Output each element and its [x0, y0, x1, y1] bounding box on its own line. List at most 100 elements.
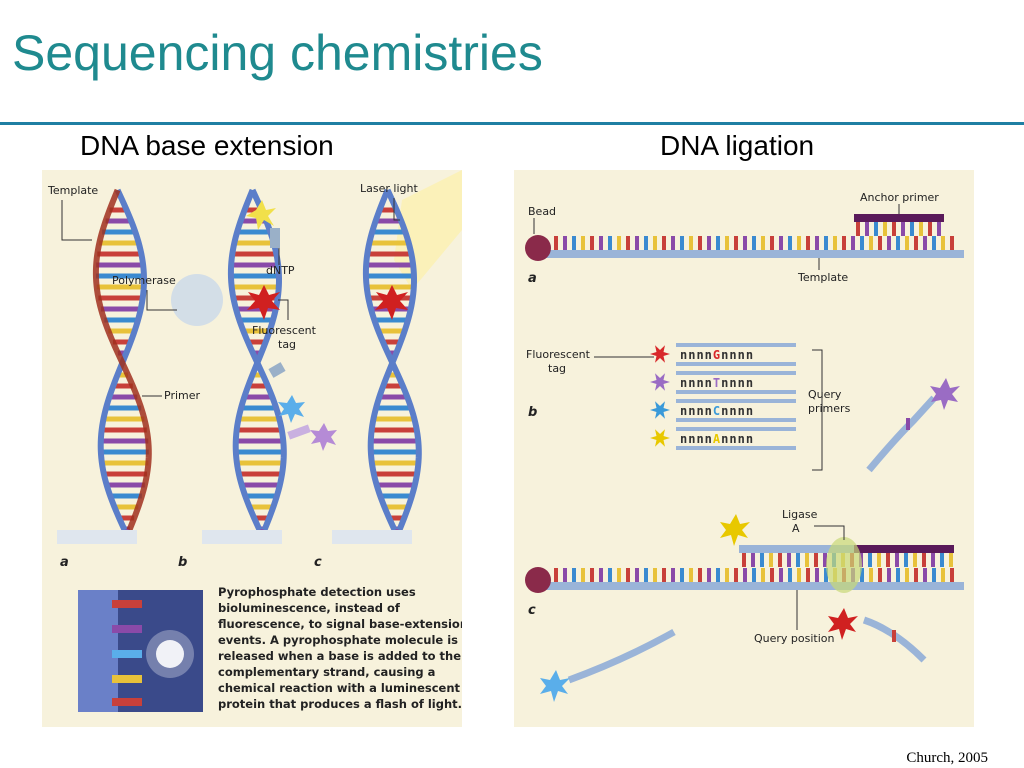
base-bar — [886, 553, 890, 567]
base-bar — [788, 236, 792, 250]
caption-line: events. A pyrophosphate molecule is — [218, 633, 458, 647]
template-strand-c — [525, 537, 964, 593]
base-bar — [824, 568, 828, 582]
base-bar — [940, 553, 944, 567]
base-bar — [680, 236, 684, 250]
base-bar — [769, 553, 773, 567]
base-bar — [590, 568, 594, 582]
caption-line: chemical reaction with a luminescent — [218, 681, 461, 695]
query-sequence: nnnnAnnnn — [680, 432, 754, 446]
slide-title: Sequencing chemistries — [12, 25, 543, 81]
query-primer-row: nnnnGnnnn — [650, 343, 796, 366]
query-primer-row: nnnnAnnnn — [650, 427, 796, 450]
base-bar — [770, 568, 774, 582]
base-bar — [923, 236, 927, 250]
base-bar — [662, 236, 666, 250]
base-bar — [815, 236, 819, 250]
extension-svg: Template Laser light dNTP Polymerase Flu… — [47, 170, 462, 712]
base-bar — [563, 236, 567, 250]
polymerase-blob — [171, 274, 223, 326]
base-bar — [815, 568, 819, 582]
base-bar — [563, 568, 567, 582]
base-bar — [608, 236, 612, 250]
step-c: c — [314, 555, 322, 570]
base-bar — [928, 222, 932, 236]
base-bar — [626, 568, 630, 582]
base-bar — [914, 236, 918, 250]
query-sequence: nnnnCnnnn — [680, 404, 754, 418]
base-bar — [865, 222, 869, 236]
dntp-molecule-2 — [268, 362, 286, 378]
loose-primer-c-right — [828, 608, 927, 663]
query-bracket — [812, 349, 823, 471]
blue-star-icon — [278, 395, 305, 423]
label-bead: Bead — [528, 205, 556, 218]
caption-line: complementary strand, causing a — [218, 665, 435, 679]
base-bar — [823, 553, 827, 567]
base-bar — [626, 236, 630, 250]
base-bar — [761, 568, 765, 582]
base-bar — [796, 553, 800, 567]
base-bar — [878, 568, 882, 582]
label-anchor-primer: Anchor primer — [860, 191, 939, 204]
base-bar — [778, 553, 782, 567]
base-bar — [662, 568, 666, 582]
extension-figure: Template Laser light dNTP Polymerase Flu… — [42, 170, 462, 727]
label-template-right: Template — [797, 271, 848, 284]
base-bar — [599, 236, 603, 250]
left-heading: DNA base extension — [80, 130, 334, 161]
base-bar — [806, 236, 810, 250]
helix-b — [227, 188, 287, 532]
label-template: Template — [47, 184, 98, 197]
base-bar — [599, 568, 603, 582]
caption-line: bioluminescence, instead of — [218, 601, 401, 615]
laser-red-star-icon — [375, 285, 408, 320]
base-bar — [950, 568, 954, 582]
base-bar — [941, 236, 945, 250]
bead-a — [525, 235, 551, 261]
helix-a — [92, 188, 152, 532]
credit: Church, 2005 — [906, 750, 988, 766]
base-bar — [635, 236, 639, 250]
base-bar — [919, 222, 923, 236]
base-bar — [814, 553, 818, 567]
base-bar — [707, 568, 711, 582]
base-bar — [716, 236, 720, 250]
base-bar — [581, 568, 585, 582]
base-bar — [617, 236, 621, 250]
base-bar — [860, 568, 864, 582]
pyrophosphate-inset — [78, 590, 203, 712]
base-bar — [698, 568, 702, 582]
base-bar — [617, 568, 621, 582]
base-bar — [779, 568, 783, 582]
shadow-c — [332, 530, 412, 544]
base-bar — [788, 568, 792, 582]
shadow-b — [202, 530, 282, 544]
label-ligase: Ligase — [782, 508, 818, 521]
base-bar — [949, 553, 953, 567]
label-laser-light: Laser light — [360, 182, 418, 195]
base-bar — [653, 568, 657, 582]
base-bar — [874, 222, 878, 236]
base-bar — [904, 553, 908, 567]
base-bar — [892, 222, 896, 236]
base-bar — [751, 553, 755, 567]
base-bar — [581, 236, 585, 250]
base-bar — [950, 236, 954, 250]
base-bar — [895, 553, 899, 567]
base-bar — [905, 568, 909, 582]
base-bar — [883, 222, 887, 236]
base-bar — [734, 236, 738, 250]
base-bar — [913, 553, 917, 567]
dntp-molecule — [270, 228, 280, 248]
base-bar — [901, 222, 905, 236]
base-bar — [707, 236, 711, 250]
ligation-svg: Bead Anchor primer Template a nnnnGnnnnn… — [525, 191, 964, 702]
base-bar — [910, 222, 914, 236]
base-bar — [923, 568, 927, 582]
caption-line: Pyrophosphate detection uses — [218, 585, 416, 599]
step-a: a — [60, 555, 69, 570]
base-bar — [608, 568, 612, 582]
ligase-leader — [814, 525, 845, 540]
